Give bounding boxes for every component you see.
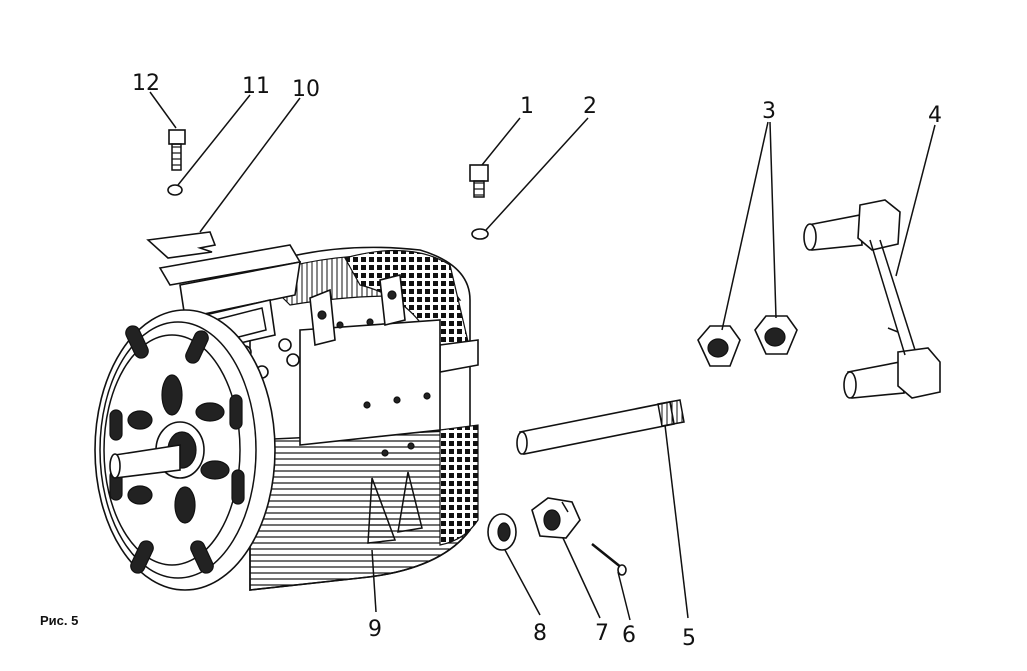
callout-11: 11	[242, 74, 270, 99]
castle-nut-7	[531, 497, 581, 539]
callout-12: 12	[132, 71, 160, 96]
stud-5	[516, 399, 685, 455]
bolt-1	[469, 164, 489, 198]
nut-3-left	[697, 325, 741, 367]
callout-9: 9	[368, 617, 382, 642]
bolt-12	[168, 129, 186, 171]
nut-3-right	[754, 315, 798, 355]
callout-8: 8	[533, 621, 547, 646]
callout-10: 10	[292, 77, 320, 102]
figure-caption: Рис. 5	[40, 613, 78, 628]
washer-8	[487, 513, 517, 551]
front-end-shield	[94, 309, 276, 591]
leader-lines	[149, 91, 936, 621]
callout-3: 3	[762, 99, 776, 124]
callout-2: 2	[583, 94, 597, 119]
callout-6: 6	[622, 623, 636, 648]
wired-bolts-4	[803, 199, 941, 399]
washer-2	[471, 228, 489, 240]
callout-7: 7	[595, 621, 609, 646]
callout-1: 1	[520, 94, 534, 119]
cotter-pin-6	[591, 543, 627, 576]
spring-washer-11	[167, 184, 183, 196]
callout-4: 4	[928, 103, 942, 128]
callout-5: 5	[682, 626, 696, 651]
lock-plate	[146, 231, 217, 259]
